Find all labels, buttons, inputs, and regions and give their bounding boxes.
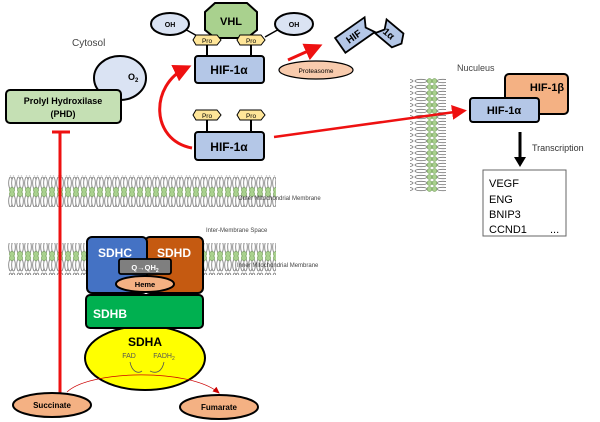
ubiquinone-site (118, 258, 172, 275)
pro-label: Pro (202, 38, 213, 45)
sdha-label: SDHA (128, 335, 162, 349)
succinate-to-fumarate-arrow (66, 374, 220, 394)
gene-item: ENG (489, 194, 513, 206)
cytosol-label: Cytosol (72, 38, 105, 49)
phd-label-line2: (PHD) (51, 109, 76, 119)
proteasome-label: Proteasome (298, 68, 333, 75)
pro-tag-bottom-right (236, 109, 266, 121)
hif1a-nuclear-label: HIF-1α (487, 105, 522, 117)
o2-label: O2 (128, 72, 139, 84)
hydroxyl-left (150, 12, 190, 36)
fad-label: FAD (122, 353, 136, 360)
transcription-label: Transcription (532, 143, 584, 153)
hydroxyl-right (274, 12, 314, 36)
fumarate (179, 394, 259, 420)
hif-fragment-right: 1α (373, 17, 405, 49)
hif1a-hydroxylated-box (194, 55, 265, 84)
pro-tag-top-left (192, 34, 222, 46)
hif1a-nuclear-box (469, 97, 540, 123)
q-qh2-label: Q→QH2 (131, 263, 159, 274)
sdhb-label: SDHB (93, 307, 127, 321)
translocation-arrow (273, 104, 467, 139)
fumarate-label: Fumarate (201, 403, 238, 412)
oh-right-label: OH (289, 22, 300, 29)
hif1b-label: HIF-1β (530, 82, 565, 94)
hif1a-bottom-label: HIF-1α (210, 140, 248, 154)
sdhd-label: SDHD (157, 246, 191, 260)
inter-membrane-label: Inter-Membrane Space (206, 228, 268, 234)
inner-mitochondrial-membrane (8, 243, 276, 275)
hydroxylation-arrow (158, 65, 193, 150)
inner-membrane-label: Inner Mitochondrial Membrane (237, 263, 319, 269)
succinate (12, 392, 92, 418)
oh-left-label: OH (165, 22, 176, 29)
pro-label: Pro (246, 38, 257, 45)
gene-item: BNIP3 (489, 209, 521, 221)
pro-label: Pro (202, 113, 213, 120)
fadh2-label: FADH2 (153, 353, 175, 362)
prolyl-hydroxylase-box (5, 89, 122, 124)
sdhb-subunit (85, 294, 204, 329)
nucleus-label: Nuculeus (457, 63, 495, 73)
pro-tag-top-right (236, 34, 266, 46)
transcription-arrow (514, 157, 526, 167)
hif1a-unmodified-box (194, 131, 265, 161)
proteasome (278, 60, 354, 80)
vhl-label: VHL (220, 16, 242, 28)
nuclear-membrane (410, 78, 446, 192)
heme-label: Heme (135, 280, 155, 289)
pro-tag-bottom-left (192, 109, 222, 121)
outer-mitochondrial-membrane (8, 175, 276, 207)
degradation-arrow (287, 43, 323, 62)
phd-label-line1: Prolyl Hydroxilase (24, 96, 103, 106)
sdhc-label: SDHC (98, 246, 132, 260)
heme-group (115, 275, 175, 293)
target-genes-box (482, 169, 567, 237)
pro-label: Pro (246, 113, 257, 120)
gene-item-ellipsis: ... (550, 224, 559, 236)
gene-item: VEGF (489, 178, 519, 190)
hif1a-top-label: HIF-1α (210, 63, 248, 77)
gene-item: CCND1 (489, 224, 527, 236)
succinate-label: Succinate (33, 401, 71, 410)
hif-fragment-left: HIF (333, 15, 377, 54)
outer-membrane-label: Outer Mitochondrial Membrane (238, 196, 321, 202)
